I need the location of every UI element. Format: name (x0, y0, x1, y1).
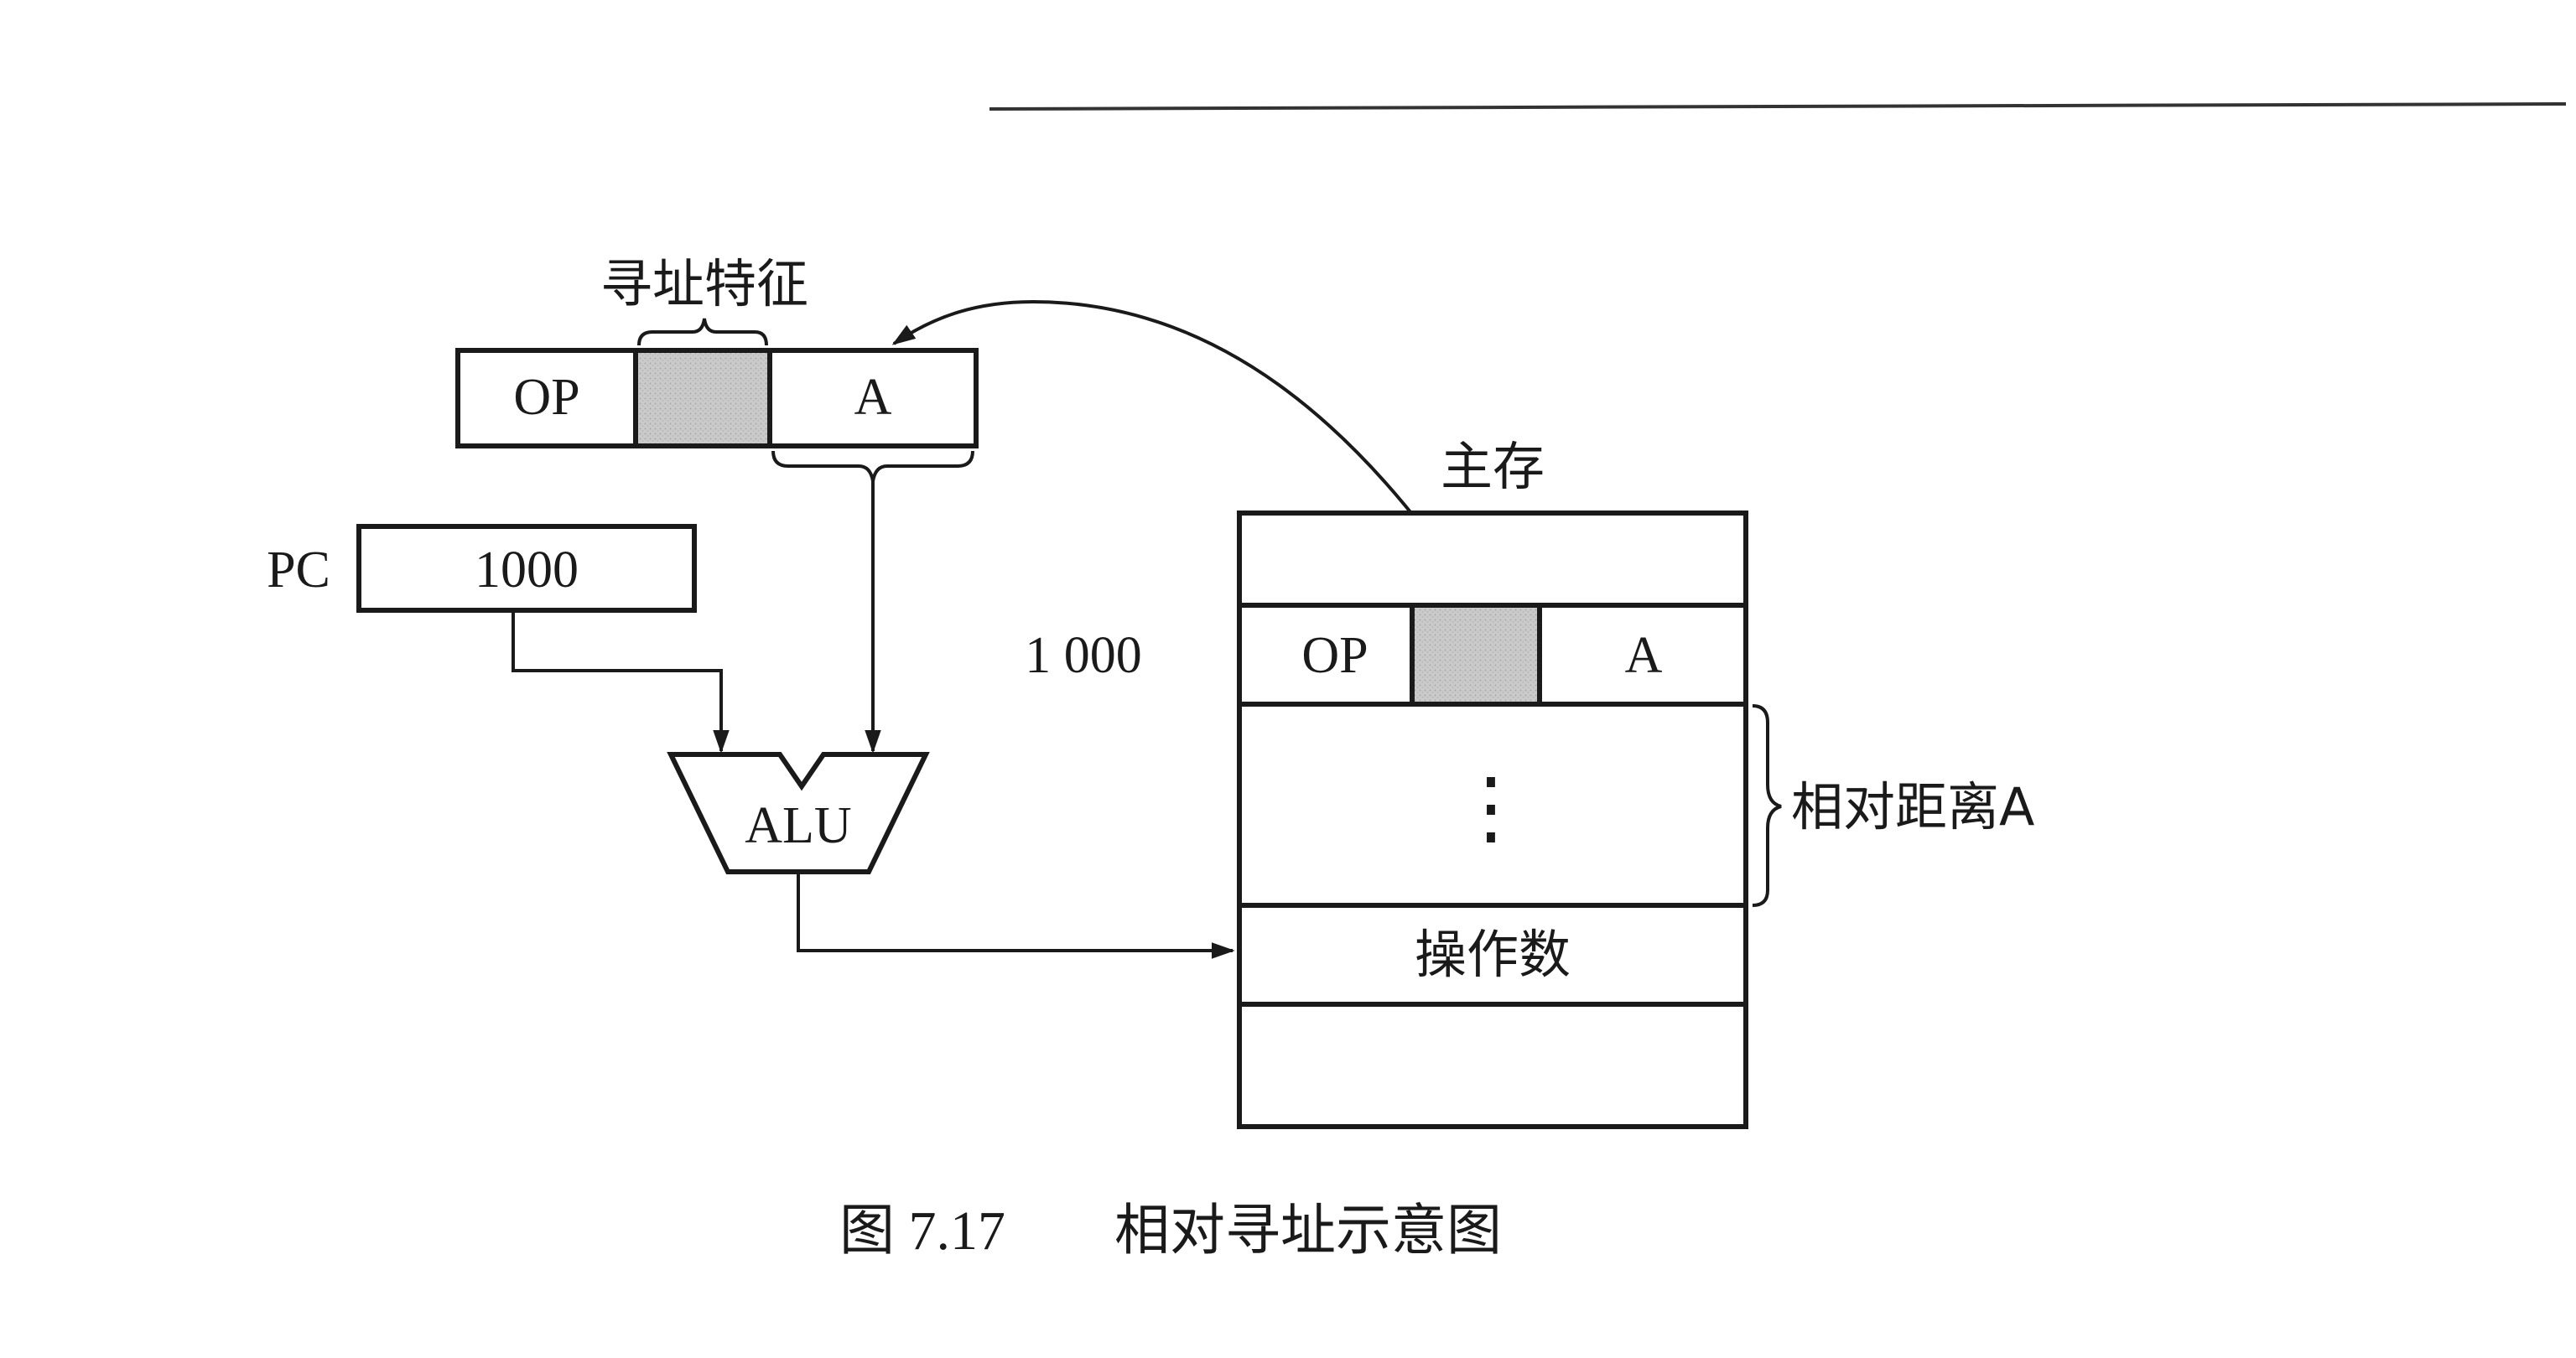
memory-title: 主存 (1441, 436, 1545, 497)
memory-row-address: 1 000 (1025, 627, 1142, 684)
alu-label: ALU (745, 797, 851, 854)
instruction-op-label: OP (513, 369, 579, 426)
instruction-addressing-feature-field (633, 348, 772, 448)
memory-operand-label: 操作数 (1415, 924, 1571, 985)
main-memory: OP A ⋮ 操作数 (1237, 511, 1748, 1129)
pc-label: PC (267, 542, 330, 599)
pc-value: 1000 (475, 542, 579, 599)
pc-to-alu-arrow (512, 610, 730, 754)
instruction-register: OP A (455, 348, 979, 448)
instruction-a-label: A (854, 369, 892, 426)
pc-register (356, 524, 697, 613)
memory-addressing-feature-field (1410, 603, 1542, 707)
relative-distance-brace (1752, 704, 1782, 907)
figure-number: 图 7.17 (839, 1200, 1005, 1262)
figure-caption: 相对寻址示意图 (1114, 1198, 1502, 1262)
alu-to-operand-arrow (797, 872, 1235, 959)
instruction-a-field (767, 348, 979, 448)
instruction-op-field (455, 348, 638, 448)
alu-shape (667, 752, 930, 874)
memory-ellipsis: ⋮ (1451, 763, 1531, 853)
page-top-rule (989, 102, 2567, 111)
relative-distance-label: 相对距离A (1791, 776, 2034, 837)
memory-op-label: OP (1301, 627, 1368, 684)
a-field-brace (771, 450, 974, 482)
addressing-feature-label: 寻址特征 (600, 253, 808, 314)
memory-a-label: A (1625, 627, 1663, 684)
addressing-feature-brace (637, 318, 768, 346)
memory-to-instruction-arrow (891, 299, 1478, 604)
